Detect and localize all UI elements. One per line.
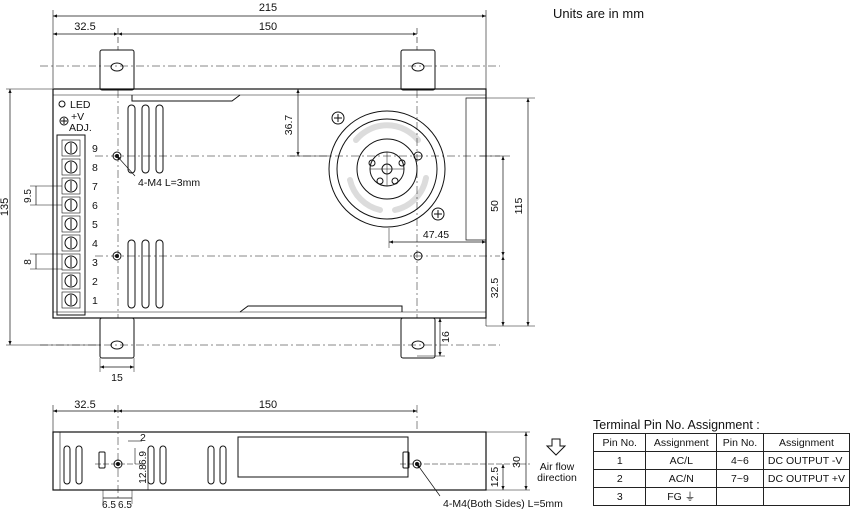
dim-6-5-b: 6.5 bbox=[118, 500, 132, 510]
pin-assignment-table: Pin No. Assignment Pin No. Assignment 1 … bbox=[592, 433, 850, 506]
terminal-screw-icon bbox=[64, 160, 78, 174]
dim-16: 16 bbox=[440, 331, 452, 343]
terminal-screw-icon bbox=[64, 179, 78, 193]
dim-6-5-a: 6.5 bbox=[102, 500, 116, 510]
cell-assignment: AC/L bbox=[645, 451, 718, 470]
dim-32-5-side: 32.5 bbox=[74, 399, 95, 411]
terminal-number: 9 bbox=[92, 143, 98, 155]
dim-150-side: 150 bbox=[259, 399, 277, 411]
terminal-screw-icon bbox=[64, 198, 78, 212]
cell-pin bbox=[716, 487, 764, 506]
cell-assignment: DC OUTPUT -V bbox=[762, 451, 850, 470]
cell-pin: 4~6 bbox=[716, 451, 764, 470]
terminal-screw-icon bbox=[64, 293, 78, 307]
mount-tab-bottom-left bbox=[99, 317, 135, 359]
units-note: Units are in mm bbox=[553, 6, 645, 21]
dim-15: 15 bbox=[111, 372, 123, 384]
psu-body-side bbox=[52, 431, 487, 491]
terminal-number: 6 bbox=[92, 200, 98, 212]
cell-pin: 7~9 bbox=[716, 469, 764, 488]
dim-36-7: 36.7 bbox=[283, 115, 295, 136]
airflow-label-2: direction bbox=[537, 472, 577, 484]
mount-note-side: 4-M4(Both Sides) L=5mm bbox=[443, 498, 563, 510]
dim-215: 215 bbox=[259, 2, 277, 14]
dim-9-5: 9.5 bbox=[23, 189, 34, 203]
cell-assignment bbox=[762, 487, 850, 506]
cell-pin: 1 bbox=[592, 451, 647, 470]
top-view bbox=[6, 10, 535, 372]
terminal-number: 1 bbox=[92, 295, 98, 307]
dim-6-9: 6.9 bbox=[138, 451, 149, 465]
dim-47-45: 47.45 bbox=[423, 229, 449, 241]
terminal-number: 4 bbox=[92, 238, 98, 250]
header-pin-no-2: Pin No. bbox=[716, 433, 764, 452]
terminal-screw-icon bbox=[64, 217, 78, 231]
adj-label-1: +V bbox=[71, 111, 84, 123]
adj-label-2: ADJ. bbox=[69, 122, 92, 134]
table-row: 2 AC/N 7~9 DC OUTPUT +V bbox=[592, 469, 850, 488]
cell-pin: 3 bbox=[592, 487, 647, 506]
terminal-screw-icon bbox=[64, 236, 78, 250]
mount-tab-top-left bbox=[99, 49, 135, 91]
terminal-number: 2 bbox=[92, 276, 98, 288]
side-view bbox=[52, 405, 567, 504]
dim-135: 135 bbox=[0, 198, 11, 216]
terminal-number: 7 bbox=[92, 181, 98, 193]
led-label: LED bbox=[70, 99, 91, 111]
mount-tab-bottom-right bbox=[400, 317, 436, 359]
dim-32-5-top: 32.5 bbox=[74, 21, 95, 33]
mount-note-top: 4-M4 L=3mm bbox=[138, 177, 200, 189]
dim-30: 30 bbox=[511, 456, 523, 468]
dim-50: 50 bbox=[489, 200, 501, 212]
terminal-screw-icon bbox=[64, 274, 78, 288]
psu-body-top bbox=[52, 88, 487, 319]
dim-32-5-right: 32.5 bbox=[489, 278, 501, 299]
pin-table-title: Terminal Pin No. Assignment : bbox=[593, 418, 760, 432]
airflow-arrow-icon bbox=[545, 438, 567, 456]
terminal-number: 8 bbox=[92, 162, 98, 174]
header-assignment-2: Assignment bbox=[762, 433, 850, 452]
table-row: 1 AC/L 4~6 DC OUTPUT -V bbox=[592, 451, 850, 470]
dim-150-top: 150 bbox=[259, 21, 277, 33]
pin-table-header-row: Pin No. Assignment Pin No. Assignment bbox=[592, 433, 850, 452]
dim-12-5: 12.5 bbox=[489, 467, 501, 488]
fan-grille bbox=[328, 110, 446, 228]
dim-2: 2 bbox=[140, 432, 146, 444]
terminal-screw-icon bbox=[64, 255, 78, 269]
dim-8: 8 bbox=[23, 259, 34, 265]
cell-assignment: FG ⏚ bbox=[645, 487, 718, 506]
cell-pin: 2 bbox=[592, 469, 647, 488]
mount-tab-top-right bbox=[400, 49, 436, 91]
terminal-number: 5 bbox=[92, 219, 98, 231]
dim-115: 115 bbox=[513, 197, 525, 214]
airflow-label-1: Air flow bbox=[540, 461, 575, 473]
cell-assignment: DC OUTPUT +V bbox=[762, 469, 850, 488]
terminal-screw-icon bbox=[64, 141, 78, 155]
terminal-number: 3 bbox=[92, 257, 98, 269]
header-pin-no-1: Pin No. bbox=[592, 433, 647, 452]
dim-12-8: 12.8 bbox=[138, 464, 149, 484]
header-assignment-1: Assignment bbox=[645, 433, 718, 452]
table-row: 3 FG ⏚ bbox=[592, 487, 850, 506]
cell-assignment: AC/N bbox=[645, 469, 718, 488]
